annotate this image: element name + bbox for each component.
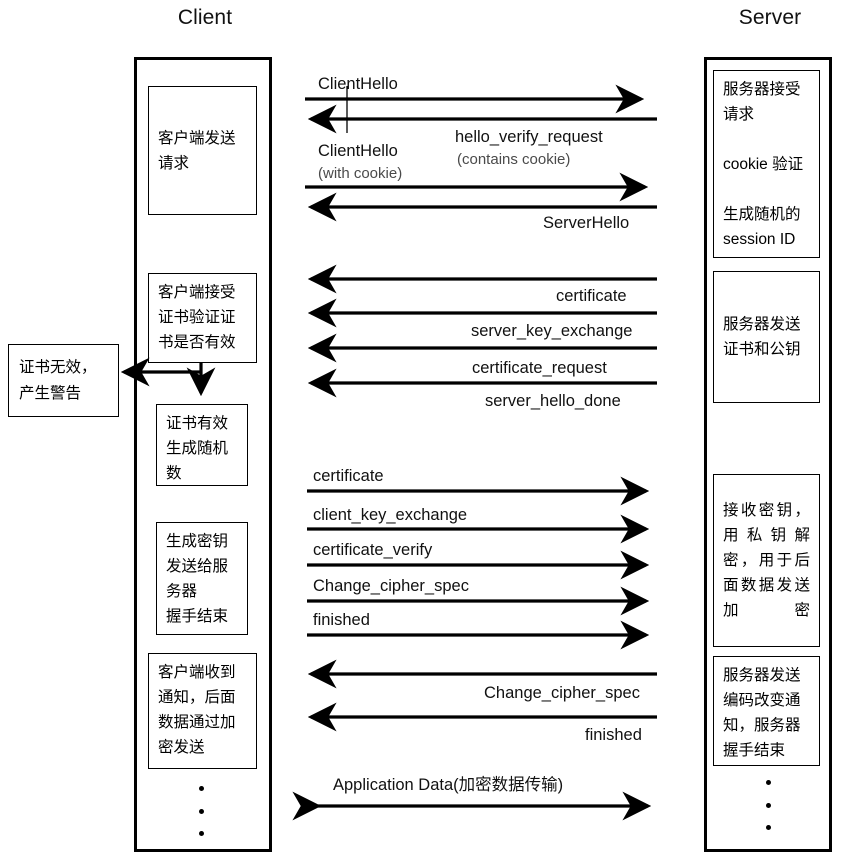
client-note-gen-key-send-server: 生成密钥 发送给服 务器 握手结束 [156, 522, 248, 635]
sublabel-msg-hello-verify-request: (contains cookie) [457, 151, 571, 168]
client-note-client-send-request: 客户端发送 请求 [148, 86, 257, 215]
label-msg-server-hello-done: server_hello_done [485, 392, 621, 410]
alert-note-cert-invalid: 证书无效， 产生警告 [8, 344, 119, 417]
client-note-cert-valid-random: 证书有效 生成随机 数 [156, 404, 248, 486]
dot-icon [198, 808, 204, 814]
client-ellipsis-dots [198, 786, 204, 836]
label-msg-application-data: Application Data(加密数据传输) [333, 776, 564, 794]
server-ellipsis-dots [765, 780, 771, 830]
client-note-client-received-notice: 客户端收到 通知，后面 数据通过加 密发送 [148, 653, 257, 769]
dot-icon [198, 831, 204, 836]
label-msg-server-key-exchange: server_key_exchange [471, 322, 633, 340]
server-note-server-accept-request: 服务器接受 请求 cookie 验证 生成随机的 session ID [713, 70, 820, 258]
label-msg-certificate-request: certificate_request [472, 359, 607, 377]
dot-icon [765, 802, 771, 808]
label-msg-certificate-server: certificate [556, 287, 627, 305]
label-msg-client-hello-cookie: ClientHello [318, 142, 398, 160]
server-note-server-send-cert-pubkey: 服务器发送 证书和公钥 [713, 271, 820, 403]
label-msg-hello-verify-request: hello_verify_request [455, 128, 603, 146]
label-msg-server-hello: ServerHello [543, 214, 630, 232]
label-msg-change-cipher-spec-client: Change_cipher_spec [313, 577, 469, 595]
client-column-title: Client [177, 6, 233, 29]
server-note-server-change-cipher-notice: 服务器发送 编码改变通 知，服务器 握手结束 [713, 656, 820, 766]
label-msg-finished-server: finished [585, 726, 642, 744]
label-msg-certificate-client: certificate [313, 467, 384, 485]
sublabel-msg-client-hello-cookie: (with cookie) [318, 165, 403, 182]
dot-icon [765, 825, 771, 830]
label-msg-client-key-exchange: client_key_exchange [313, 506, 468, 524]
server-note-server-decrypt-key: 接收密钥， 用私钥解 密，用于后 面数据发送 加密 [713, 474, 820, 647]
dot-icon [198, 786, 204, 791]
label-msg-finished-client: finished [313, 611, 370, 629]
client-note-client-verify-cert: 客户端接受 证书验证证 书是否有效 [148, 273, 257, 363]
label-msg-change-cipher-spec-server: Change_cipher_spec [484, 684, 640, 702]
server-column-title: Server [738, 6, 802, 29]
dot-icon [765, 780, 771, 785]
label-msg-client-hello-1: ClientHello [318, 75, 398, 93]
label-msg-certificate-verify: certificate_verify [313, 541, 433, 559]
